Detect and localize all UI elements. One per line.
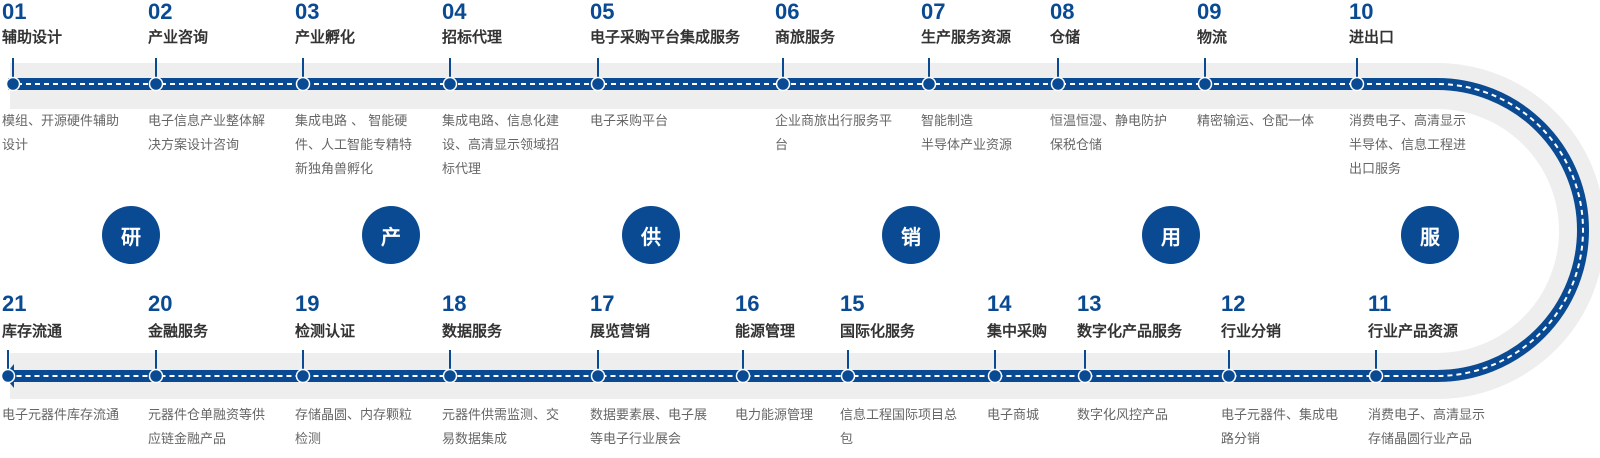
timeline-node	[1221, 368, 1237, 384]
category-badge: 供	[622, 206, 680, 264]
step-title: 集中采购	[987, 322, 1048, 340]
timeline-node	[735, 368, 751, 384]
step-description: 存储晶圆、内存颗粒 检测	[295, 408, 413, 447]
step-description: 消费电子、高清显示 半导体、信息工程进 出口服务	[1349, 114, 1467, 177]
timeline-node	[0, 368, 16, 384]
timeline-node	[1349, 76, 1365, 92]
step-number: 19	[295, 291, 320, 316]
timeline-node	[442, 368, 458, 384]
step-description: 电力能源管理	[735, 408, 814, 423]
step-title: 能源管理	[735, 322, 796, 340]
step-description: 数据要素展、电子展 等电子行业展会	[590, 408, 708, 447]
step-title: 招标代理	[442, 28, 503, 46]
step-number: 13	[1077, 291, 1102, 316]
step-description: 消费电子、高清显示 存储晶圆行业产品	[1368, 408, 1486, 447]
timeline-node	[1077, 368, 1093, 384]
step-title: 物流	[1197, 28, 1228, 46]
step-title: 进出口	[1349, 28, 1395, 46]
step-number: 20	[148, 291, 173, 316]
step-title: 辅助设计	[2, 28, 63, 46]
step-number: 14	[987, 291, 1012, 316]
step-title: 库存流通	[2, 322, 63, 340]
step-number: 11	[1368, 291, 1392, 316]
step-description: 集成电路 、 智能硬 件、人工智能专精特 新独角兽孵化	[295, 114, 413, 177]
step-number: 17	[590, 291, 615, 316]
step-description: 数字化风控产品	[1077, 408, 1169, 423]
timeline-node	[148, 368, 164, 384]
timeline-node	[5, 76, 21, 92]
step-number: 15	[840, 291, 865, 316]
timeline-node	[1197, 76, 1213, 92]
step-description: 集成电路、信息化建 设、高清显示领域招 标代理	[442, 114, 560, 177]
category-badge: 研	[102, 206, 160, 264]
step-number: 18	[442, 291, 467, 316]
step-description: 元器件仓单融资等供 应链金融产品	[148, 408, 266, 447]
step-description: 智能制造 半导体产业资源	[921, 114, 1013, 153]
track-dashes	[8, 83, 1584, 377]
timeline-node	[590, 368, 606, 384]
step-title: 产业孵化	[295, 28, 356, 46]
category-badge: 产	[362, 206, 420, 264]
step-number: 06	[775, 0, 800, 24]
step-description: 元器件供需监测、交 易数据集成	[442, 408, 560, 447]
step-number: 07	[921, 0, 946, 24]
step-number: 08	[1050, 0, 1075, 24]
step-number: 05	[590, 0, 615, 24]
step-description: 电子商城	[987, 408, 1040, 423]
step-description: 精密输运、仓配一体	[1197, 114, 1315, 129]
step-number: 10	[1349, 0, 1374, 24]
step-number: 04	[442, 0, 467, 24]
step-title: 展览营销	[590, 322, 651, 340]
step-number: 16	[735, 291, 760, 316]
step-description: 电子元器件、集成电 路分销	[1221, 408, 1339, 447]
timeline-node	[442, 76, 458, 92]
step-title: 国际化服务	[840, 322, 916, 340]
step-title: 数字化产品服务	[1077, 322, 1183, 340]
timeline-node	[1050, 76, 1066, 92]
timeline-node	[987, 368, 1003, 384]
category-badge: 服	[1401, 206, 1459, 264]
step-description: 企业商旅出行服务平 台	[775, 114, 893, 153]
timeline-node	[840, 368, 856, 384]
step-title: 商旅服务	[775, 28, 836, 46]
step-number: 01	[2, 0, 27, 24]
step-description: 电子元器件库存流通	[2, 408, 120, 423]
step-number: 21	[2, 291, 27, 316]
step-title: 仓储	[1050, 28, 1081, 46]
timeline-node	[921, 76, 937, 92]
step-number: 03	[295, 0, 320, 24]
step-description: 模组、开源硬件辅助 设计	[2, 114, 120, 153]
step-title: 行业分销	[1221, 322, 1282, 340]
timeline-node	[295, 368, 311, 384]
step-description: 恒温恒湿、静电防护 保税仓储	[1050, 114, 1168, 153]
category-badge: 用	[1142, 206, 1200, 264]
timeline-node	[775, 76, 791, 92]
step-number: 02	[148, 0, 173, 24]
step-number: 12	[1221, 291, 1246, 316]
step-title: 检测认证	[295, 322, 356, 340]
timeline-node	[295, 76, 311, 92]
step-description: 信息工程国际项目总 包	[840, 408, 958, 447]
timeline-node	[148, 76, 164, 92]
step-title: 行业产品资源	[1368, 322, 1459, 340]
step-title: 产业咨询	[148, 28, 209, 46]
step-title: 生产服务资源	[921, 28, 1012, 46]
step-title: 电子采购平台集成服务	[590, 28, 741, 46]
step-title: 金融服务	[148, 322, 209, 340]
step-title: 数据服务	[442, 322, 503, 340]
timeline-node	[590, 76, 606, 92]
step-description: 电子采购平台	[590, 114, 669, 129]
timeline-node	[1368, 368, 1384, 384]
step-number: 09	[1197, 0, 1222, 24]
category-badge: 销	[882, 206, 940, 264]
step-description: 电子信息产业整体解 决方案设计咨询	[148, 114, 266, 153]
